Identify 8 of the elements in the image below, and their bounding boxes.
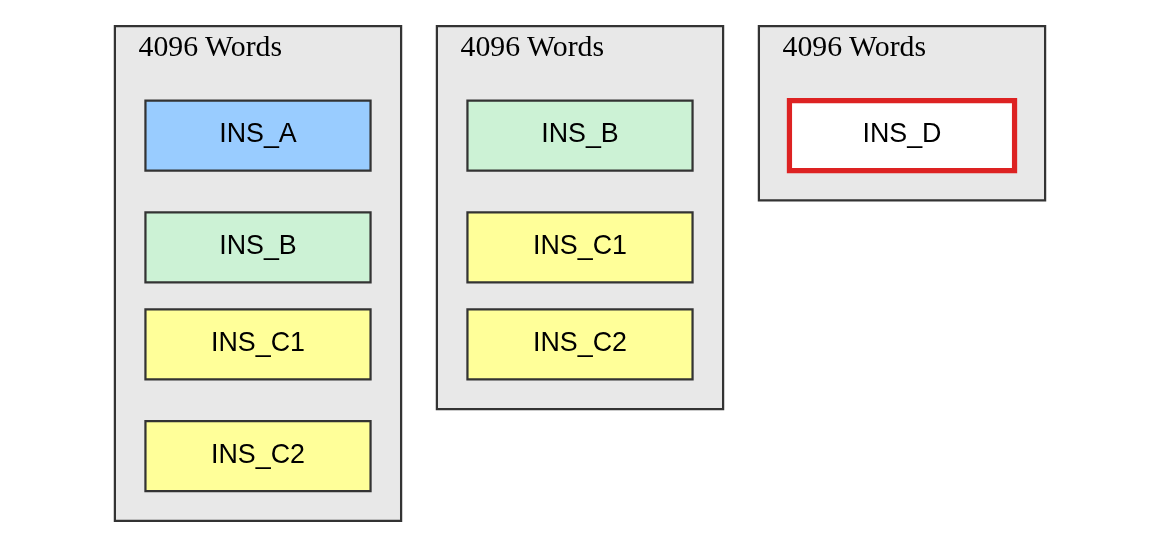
node-box: INS_B <box>143 211 372 284</box>
node-box: INS_A <box>143 99 372 172</box>
node-box: INS_D <box>786 97 1017 174</box>
node-box: INS_B <box>465 99 694 172</box>
node-box: INS_C2 <box>143 419 372 493</box>
node-box: INS_C1 <box>143 308 372 381</box>
node-box: INS_C1 <box>465 211 694 284</box>
node-box: INS_C2 <box>465 308 694 381</box>
